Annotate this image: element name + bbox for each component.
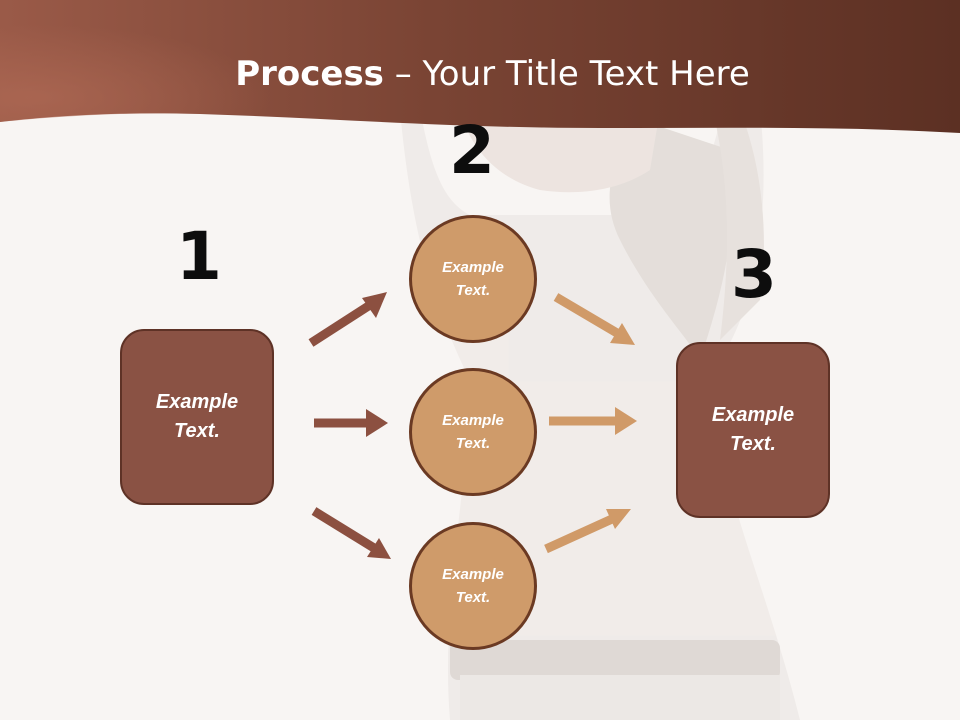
title-bold: Process <box>235 54 384 94</box>
step-1-text: Example Text. <box>155 391 239 442</box>
circle-bottom-text: Example Text. <box>442 566 504 606</box>
step-number-3: 3 <box>731 236 777 313</box>
step-1-box: Example Text. <box>120 329 274 505</box>
title-rest: – Your Title Text Here <box>383 54 750 94</box>
arrow-to-top <box>308 292 387 347</box>
arrow-to-bottom <box>311 507 391 559</box>
circle-middle-text: Example Text. <box>442 412 504 452</box>
step-number-2: 2 <box>449 112 495 189</box>
circle-middle: Example Text. <box>409 368 537 496</box>
step-number-1: 1 <box>176 218 222 295</box>
arrow-from-top <box>553 293 635 345</box>
slide-title: Process – Your Title Text Here <box>0 52 960 96</box>
step-3-text: Example Text. <box>711 404 795 455</box>
arrow-from-middle <box>549 407 637 435</box>
circle-top-text: Example Text. <box>442 259 504 299</box>
circle-top: Example Text. <box>409 215 537 343</box>
step-3-box: Example Text. <box>676 342 830 518</box>
arrow-from-bottom <box>544 509 631 554</box>
circle-bottom: Example Text. <box>409 522 537 650</box>
arrow-to-middle <box>314 409 388 437</box>
